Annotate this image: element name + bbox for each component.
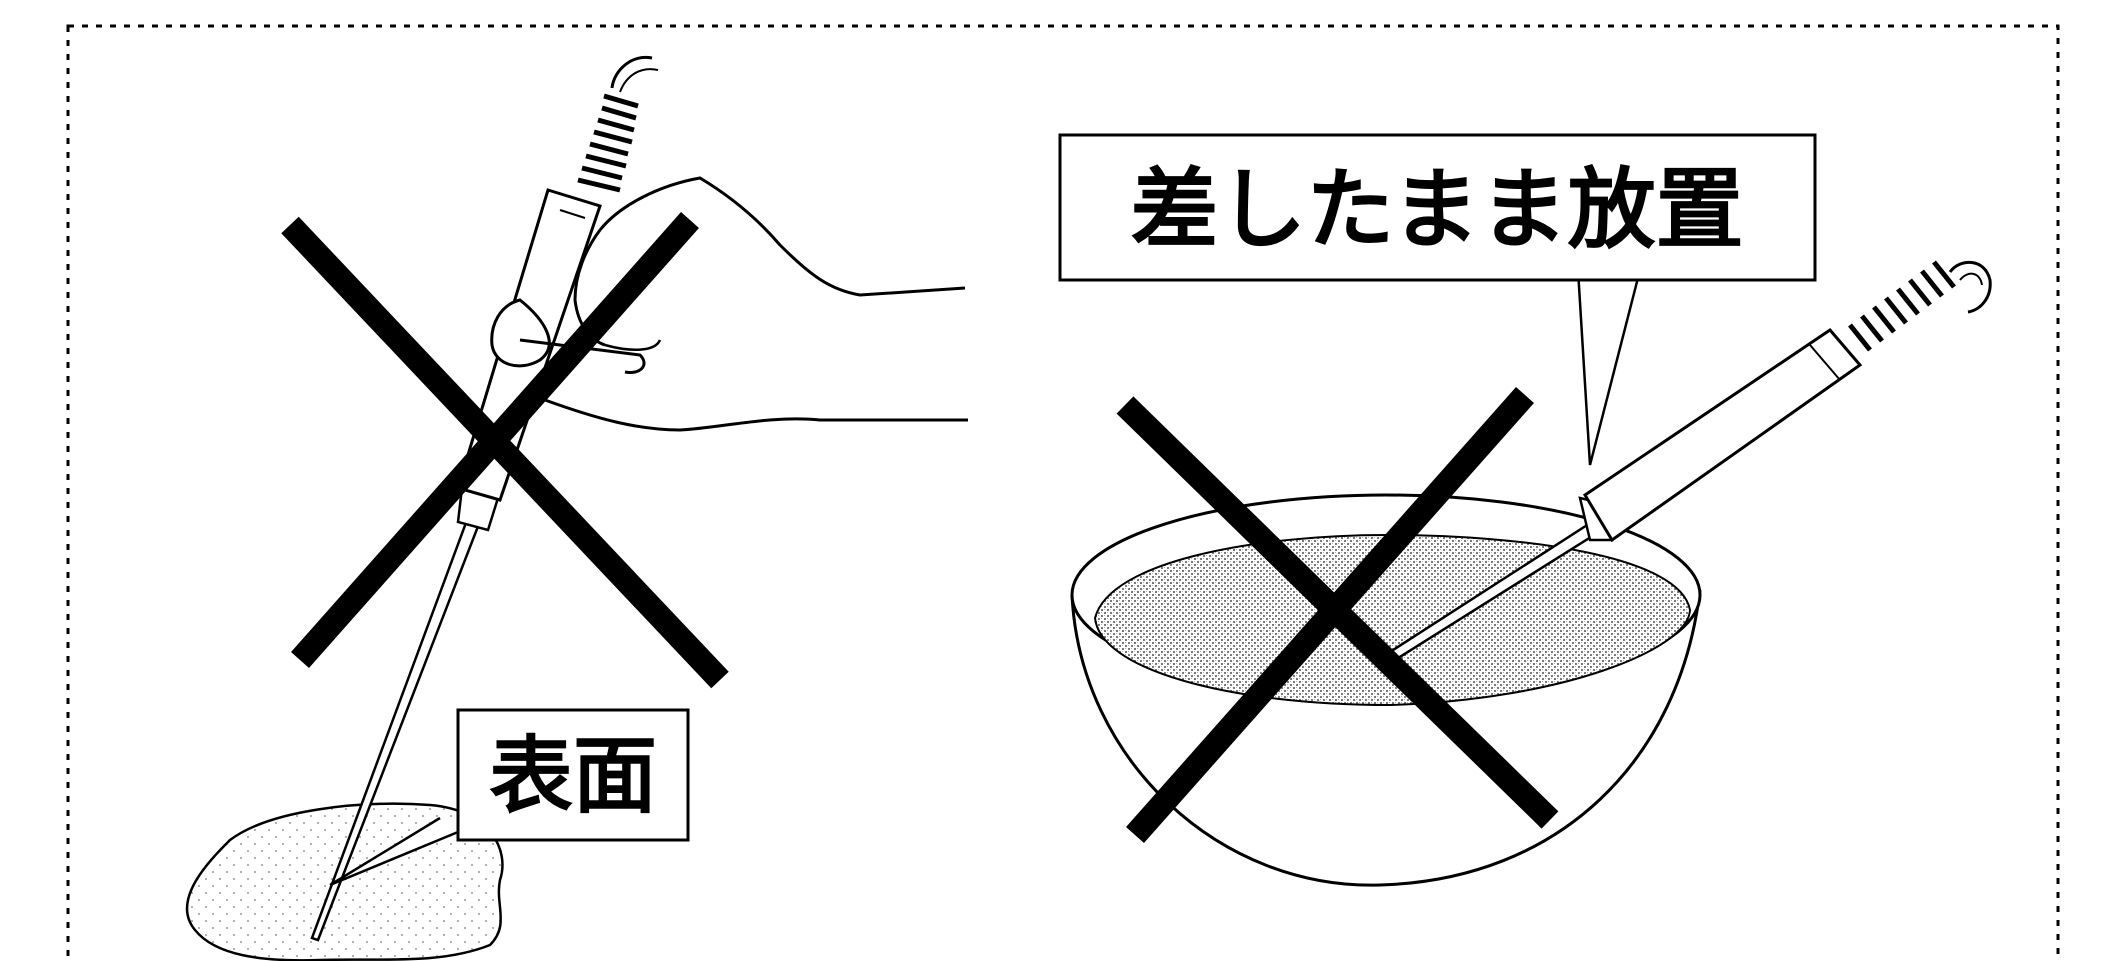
surface-label: 表面 xyxy=(489,727,657,825)
prohibited-x-left xyxy=(281,212,729,689)
prohibited-x-right xyxy=(1116,387,1559,843)
left-in-place-label-box xyxy=(1058,133,1817,282)
left-in-place-callout: 差したまま放置 xyxy=(1058,133,1817,466)
dashed-frame xyxy=(66,24,2060,961)
surface-callout: 表面 xyxy=(329,708,690,887)
surface-label-box xyxy=(456,708,690,842)
left-in-place-label: 差したまま放置 xyxy=(1130,158,1743,261)
hand-icon xyxy=(490,176,968,432)
right-scene: 差したまま放置 xyxy=(1058,133,1992,887)
thermometer-probe-in-bowl-icon xyxy=(1388,260,1992,662)
left-scene: 表面 xyxy=(185,55,968,961)
